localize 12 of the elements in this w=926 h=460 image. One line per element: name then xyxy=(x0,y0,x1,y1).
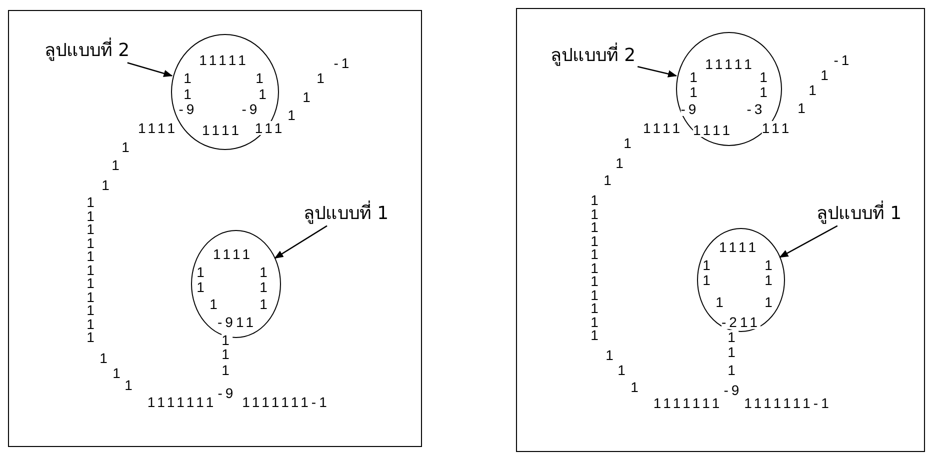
arrow xyxy=(127,62,173,77)
arrow xyxy=(637,66,678,78)
loop-label: ลูปแบบที่ 2 xyxy=(44,40,130,62)
loop-label: ลูปแบบที่ 1 xyxy=(303,203,389,225)
chain-code: 1 xyxy=(222,333,232,347)
arrow xyxy=(779,225,838,258)
loop-label: ลูปแบบที่ 2 xyxy=(550,45,636,67)
chain-code: 1 xyxy=(728,330,738,344)
arrow xyxy=(274,225,328,259)
loop-circle xyxy=(697,228,785,332)
loop-label: ลูปแบบที่ 1 xyxy=(816,203,902,225)
chain-code: -211 xyxy=(722,315,760,329)
